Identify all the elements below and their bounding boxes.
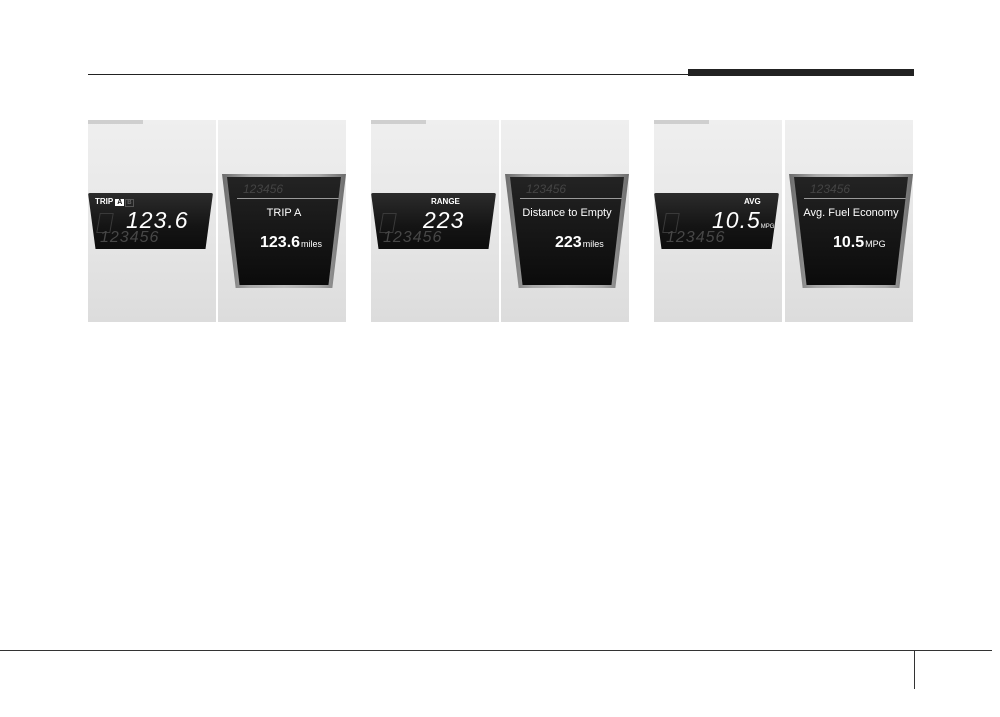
trip-a-badge: A — [115, 199, 125, 206]
lcd-screen: 123456 Distance to Empty 223miles — [505, 174, 629, 288]
lcd-value: 10.5MPG — [712, 207, 775, 233]
screen-value: 10.5MPG — [833, 234, 886, 251]
cluster-photo-range-small: RANGE 223 123456 — [371, 120, 499, 322]
trip-b-badge: B — [125, 199, 134, 207]
screen-label: TRIP A — [266, 207, 302, 219]
lcd-display: RANGE 223 123456 — [371, 193, 496, 249]
footer-page-divider — [914, 651, 915, 689]
lcd-label: RANGE — [431, 197, 460, 206]
screen-unit: miles — [582, 239, 604, 249]
lcd-value: 223 — [423, 207, 465, 233]
screen-value: 223miles — [555, 234, 604, 251]
screen-divider — [520, 198, 624, 199]
header-rule — [88, 74, 914, 75]
footer-rule — [0, 650, 992, 651]
cluster-photo-avg-large: 123456 Avg. Fuel Economy 10.5MPG — [785, 120, 913, 322]
screen-divider — [804, 198, 908, 199]
header-tab-bar — [688, 69, 914, 76]
lcd-label: AVG — [744, 197, 761, 206]
odometer-ghost: 123456 — [100, 229, 160, 246]
lcd-display: AVG 10.5MPG 123456 — [654, 193, 779, 249]
odometer-ghost: 123456 — [666, 229, 726, 246]
odometer-ghost: 123456 — [243, 182, 284, 196]
screen-label: Avg. Fuel Economy — [803, 207, 899, 219]
odometer-ghost: 123456 — [383, 229, 443, 246]
cluster-photo-trip-large: 123456 TRIP A 123.6miles — [218, 120, 346, 322]
lcd-value: 123.6 — [126, 207, 189, 233]
screen-unit: MPG — [865, 239, 886, 249]
lcd-screen: 123456 Avg. Fuel Economy 10.5MPG — [789, 174, 913, 288]
odometer-ghost: 123456 — [526, 182, 567, 196]
cluster-photo-range-large: 123456 Distance to Empty 223miles — [501, 120, 629, 322]
cluster-photo-avg-small: AVG 10.5MPG 123456 — [654, 120, 782, 322]
lcd-unit: MPG — [760, 224, 775, 230]
screen-divider — [237, 198, 341, 199]
lcd-screen: 123456 TRIP A 123.6miles — [222, 174, 346, 288]
screen-unit: miles — [301, 239, 323, 249]
odometer-ghost: 123456 — [810, 182, 851, 196]
screen-value: 123.6miles — [260, 234, 323, 251]
screen-label: Distance to Empty — [522, 207, 612, 219]
